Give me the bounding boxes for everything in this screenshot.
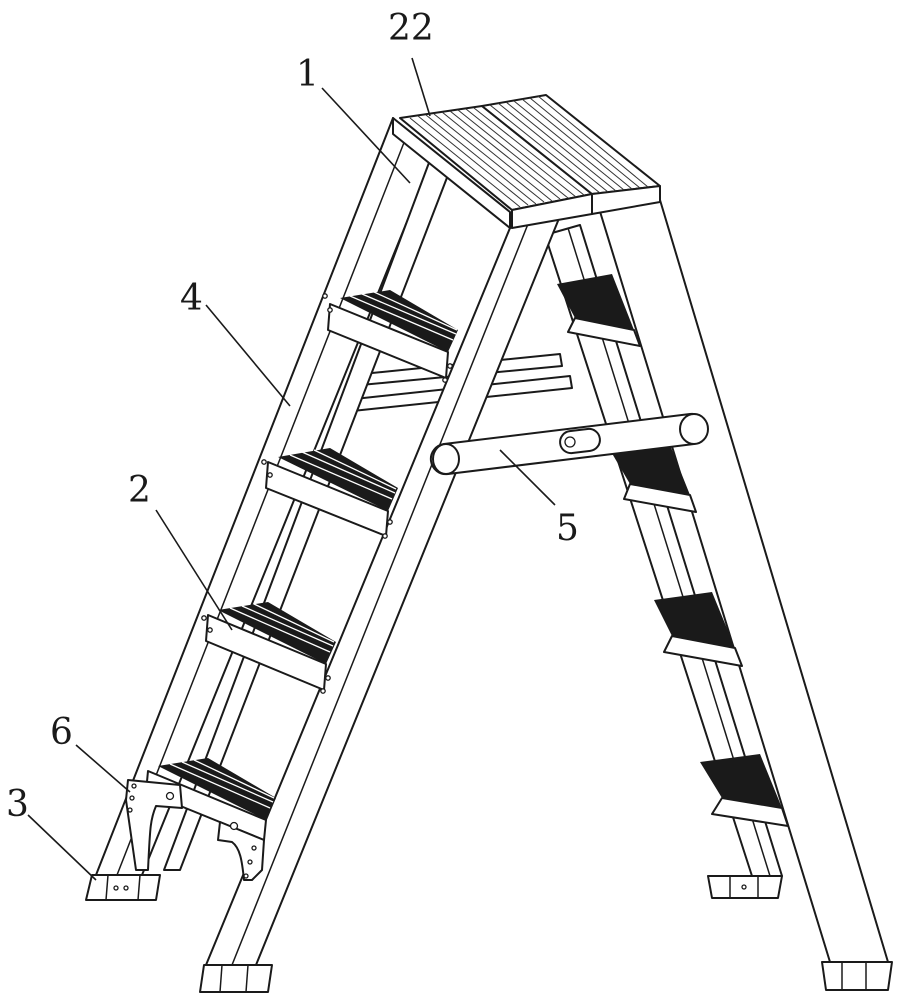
rear-tread-1	[557, 274, 641, 347]
label-1: 1	[296, 54, 319, 95]
rail-rivets	[201, 293, 453, 694]
rear-tread-2	[610, 440, 697, 513]
leader-22	[411, 57, 431, 117]
rear-tread-4	[700, 754, 789, 827]
top-platform-ribs-right	[489, 95, 649, 194]
leader-lines	[27, 57, 556, 881]
front-leg-frame	[95, 117, 561, 966]
leader-2	[155, 509, 233, 631]
leader-4	[205, 304, 291, 407]
rear-foot-right	[821, 961, 893, 991]
leader-1	[321, 87, 411, 184]
label-2: 2	[128, 470, 151, 511]
bottom-bracket	[125, 779, 265, 881]
leader-3	[27, 814, 97, 881]
front-tread-1	[327, 290, 458, 379]
top-platform	[392, 94, 661, 229]
leader-5	[499, 449, 556, 506]
label-6: 6	[50, 712, 73, 753]
rear-leg-frame	[544, 199, 893, 991]
hinge-bar	[429, 412, 709, 476]
label-4: 4	[180, 278, 203, 319]
reference-labels: 22 1 4 2 5 6 3	[6, 8, 579, 825]
label-3: 3	[6, 784, 29, 825]
leader-6	[75, 744, 131, 793]
label-5: 5	[556, 508, 579, 549]
top-platform-ribs-left	[409, 107, 585, 208]
rear-foot-left	[707, 875, 783, 899]
front-foot-right	[199, 964, 273, 993]
label-22: 22	[388, 8, 434, 49]
front-foot-left	[85, 874, 161, 901]
rear-tread-3	[654, 592, 743, 667]
